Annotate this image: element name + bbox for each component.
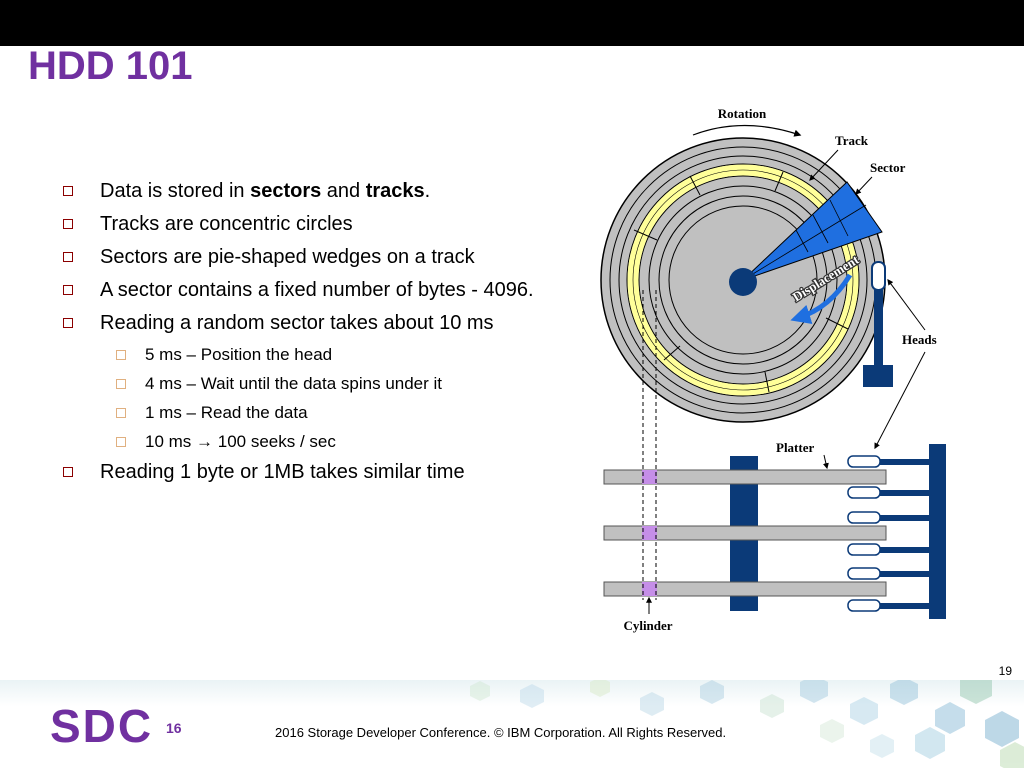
sub-bullet-item: 5 ms – Position the head bbox=[60, 340, 620, 369]
track-label: Track bbox=[835, 133, 869, 148]
bullet-text: A sector contains a fixed number of byte… bbox=[100, 279, 534, 301]
bullet-square-icon bbox=[63, 285, 73, 295]
platter-side bbox=[603, 581, 887, 597]
bullet-item: Data is stored in sectors and tracks. bbox=[60, 175, 620, 208]
actuator-side bbox=[929, 444, 946, 619]
bullet-text: and bbox=[321, 180, 366, 202]
platter-pointer bbox=[822, 454, 829, 470]
cylinder-cell bbox=[642, 470, 657, 484]
heads-pointer-bottom bbox=[874, 351, 926, 450]
cylinder-cell bbox=[642, 582, 657, 596]
logo-year: 16 bbox=[166, 720, 182, 736]
hdd-diagram: Displacement Rotation Track Sector Heads… bbox=[600, 106, 946, 633]
head-actuator bbox=[863, 365, 893, 387]
bullet-text: Data is stored in bbox=[100, 180, 251, 202]
bullet-square-icon bbox=[63, 318, 73, 328]
bullet-item: Tracks are concentric circles bbox=[60, 208, 620, 241]
bullet-square-icon bbox=[63, 467, 73, 477]
heads-pointer-top bbox=[887, 279, 926, 331]
top-bar bbox=[0, 0, 1024, 46]
heads-label: Heads bbox=[902, 332, 937, 347]
sub-bullet-square-icon bbox=[116, 437, 126, 447]
bullet-item: Reading 1 byte or 1MB takes similar time bbox=[60, 456, 620, 489]
bullet-list: Data is stored in sectors and tracks. Tr… bbox=[60, 175, 620, 489]
head-arms-side bbox=[880, 459, 930, 609]
sector-wedge bbox=[742, 181, 883, 281]
sub-bullet-item: 10 ms → 100 seeks / sec bbox=[60, 427, 620, 456]
platter-side bbox=[603, 525, 887, 541]
sub-bullet-square-icon bbox=[116, 350, 126, 360]
sub-bullet-item: 4 ms – Wait until the data spins under i… bbox=[60, 369, 620, 398]
track-center-line bbox=[632, 169, 854, 391]
bold-term: tracks bbox=[365, 180, 425, 202]
sub-bullet-square-icon bbox=[116, 379, 126, 389]
platter-label: Platter bbox=[776, 440, 814, 455]
sector-pointer bbox=[855, 176, 873, 195]
bullet-item: A sector contains a fixed number of byte… bbox=[60, 274, 620, 307]
slide-title: HDD 101 bbox=[28, 44, 193, 88]
sub-bullet-text: 1 ms – Read the data bbox=[145, 403, 308, 422]
bullet-square-icon bbox=[63, 219, 73, 229]
bullet-text: . bbox=[424, 180, 431, 202]
sector-dividers bbox=[633, 171, 849, 393]
sub-bullet-text: 10 ms → 100 seeks / sec bbox=[145, 432, 336, 451]
sector-label: Sector bbox=[870, 160, 906, 175]
sub-bullet-text: 4 ms – Wait until the data spins under i… bbox=[145, 374, 443, 393]
cylinder-cell bbox=[642, 526, 657, 540]
footer: SDC 16 2016 Storage Developer Conference… bbox=[0, 680, 1024, 768]
head-tip bbox=[871, 261, 886, 291]
footer-hexagon-pattern bbox=[470, 680, 1024, 768]
cylinder-label: Cylinder bbox=[623, 618, 672, 633]
track-pointer bbox=[809, 149, 839, 181]
bullet-text: Reading 1 byte or 1MB takes similar time bbox=[100, 461, 465, 483]
bullet-item: Sectors are pie-shaped wedges on a track bbox=[60, 241, 620, 274]
sub-bullet-text: 5 ms – Position the head bbox=[145, 345, 333, 364]
sub-bullet-square-icon bbox=[116, 408, 126, 418]
head-arm bbox=[874, 290, 883, 368]
bullet-text: Tracks are concentric circles bbox=[100, 213, 353, 235]
slide-number: 19 bbox=[998, 664, 1012, 678]
rotation-label: Rotation bbox=[718, 106, 767, 121]
rotation-arrow bbox=[692, 124, 802, 137]
sector-wedge-arcs bbox=[742, 199, 867, 281]
bullet-square-icon bbox=[63, 186, 73, 196]
bold-term: sectors bbox=[250, 180, 322, 202]
logo-letters: SDC bbox=[50, 702, 153, 748]
bullet-square-icon bbox=[63, 252, 73, 262]
sub-bullet-item: 1 ms – Read the data bbox=[60, 398, 620, 427]
bullet-text: Sectors are pie-shaped wedges on a track bbox=[100, 246, 475, 268]
bullet-text: Reading a random sector takes about 10 m… bbox=[100, 312, 494, 334]
spindle bbox=[729, 268, 757, 296]
sdc-logo: SDC 16 bbox=[50, 702, 182, 748]
displacement-arrow bbox=[790, 273, 853, 324]
platter-side bbox=[603, 469, 887, 485]
bullet-item: Reading a random sector takes about 10 m… bbox=[60, 307, 620, 340]
head-sliders-side bbox=[847, 455, 881, 612]
copyright-text: 2016 Storage Developer Conference. © IBM… bbox=[275, 725, 727, 740]
